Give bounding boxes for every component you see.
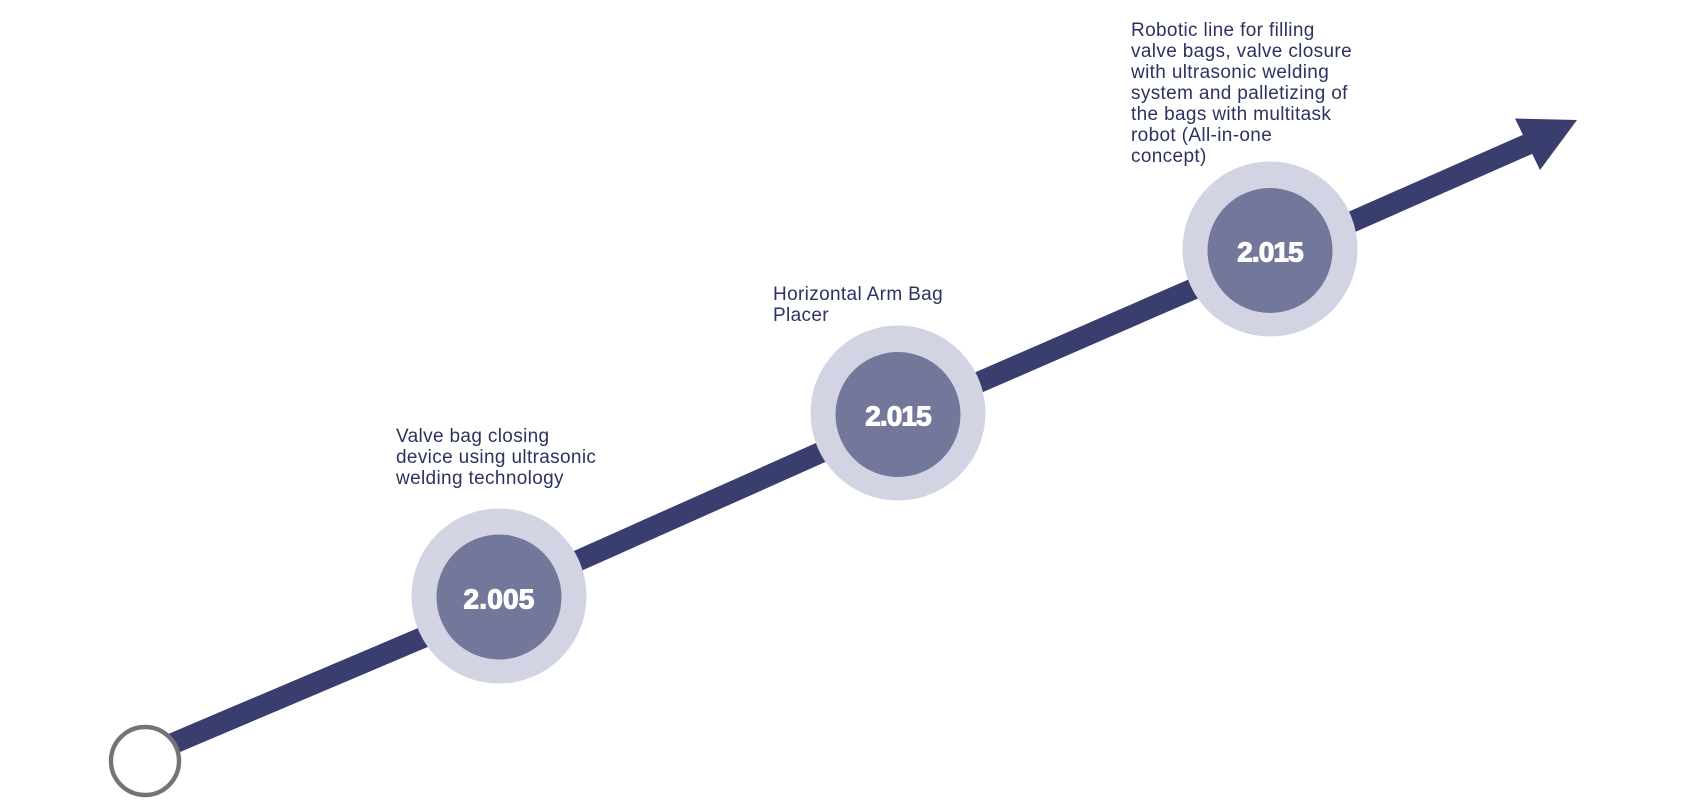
svg-text:2.015: 2.015 — [1237, 237, 1303, 268]
svg-text:2.015: 2.015 — [865, 401, 931, 432]
svg-text:2.005: 2.005 — [463, 584, 534, 615]
